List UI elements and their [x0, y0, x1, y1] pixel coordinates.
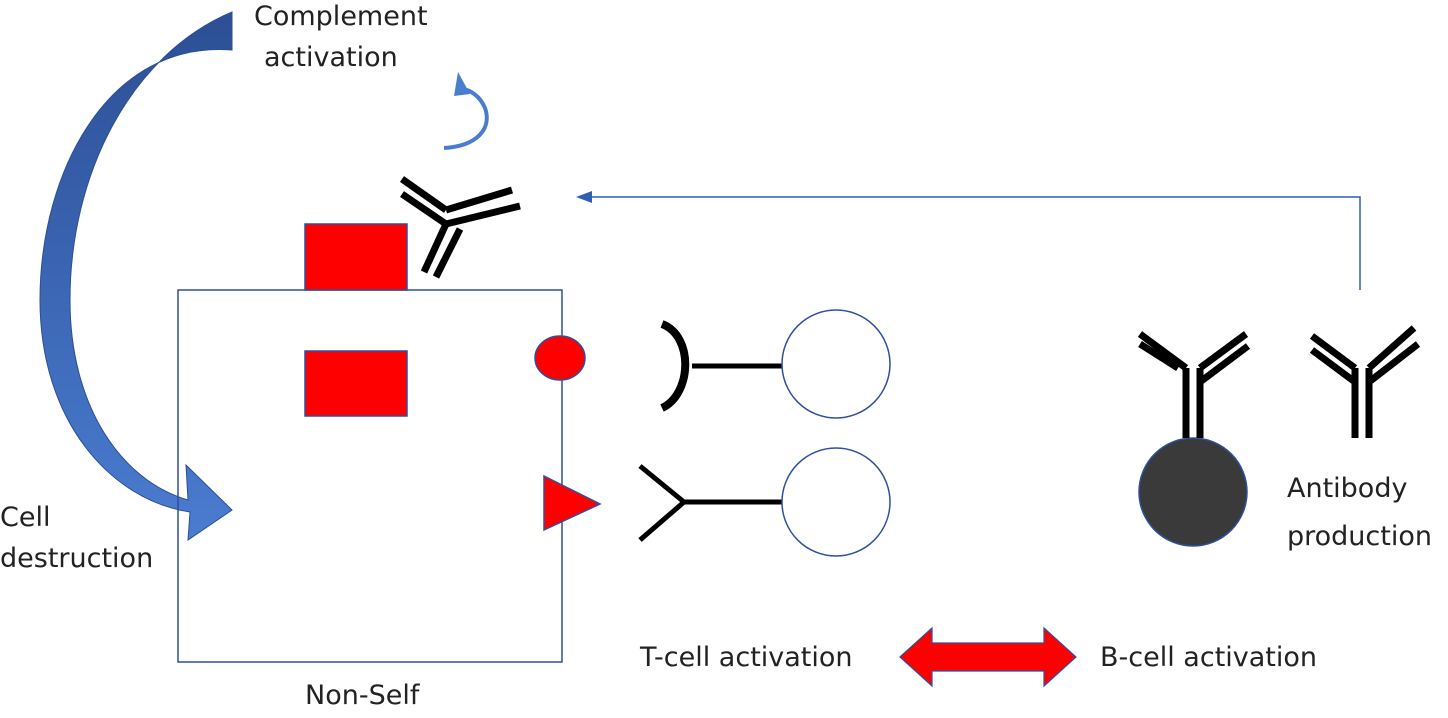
b-cell — [1138, 437, 1248, 547]
non-self-label: Non-Self — [305, 680, 420, 711]
internal-antigen — [304, 350, 408, 417]
non-self-cell — [177, 289, 563, 663]
complement-label-line1: Complement — [254, 1, 428, 32]
free-antibody — [1309, 325, 1421, 438]
t-b-cell-bidirectional-arrow — [899, 626, 1077, 688]
surface-antigen-top — [304, 223, 408, 291]
cell-destruction-label-line1: Cell — [0, 502, 51, 533]
antibody-production-label-line1: Antibody — [1287, 473, 1408, 504]
t-cell-receptor-forked — [638, 464, 782, 542]
small-curved-arrow-head — [454, 72, 470, 96]
small-curved-arrow — [443, 87, 489, 150]
t-cell-receptor-curved — [659, 320, 690, 412]
b-cell-activation-label: B-cell activation — [1100, 642, 1318, 673]
antibody-production-label-line2: production — [1287, 521, 1432, 552]
connector-arrowhead — [576, 191, 592, 203]
t-cell-activation-label: T-cell activation — [640, 642, 853, 673]
complement-label-line2: activation — [264, 42, 398, 73]
antibody-production-connector — [590, 196, 1361, 290]
bound-antibody — [399, 176, 521, 279]
cell-destruction-label-line2: destruction — [0, 543, 154, 574]
surface-antigen-triangle — [543, 474, 602, 532]
complement-to-destruction-arrow — [39, 11, 233, 541]
t-cell-1 — [781, 309, 891, 419]
surface-antigen-oval — [534, 335, 586, 381]
t-cell-2 — [781, 447, 891, 557]
b-cell-membrane-antibody — [1137, 331, 1251, 438]
